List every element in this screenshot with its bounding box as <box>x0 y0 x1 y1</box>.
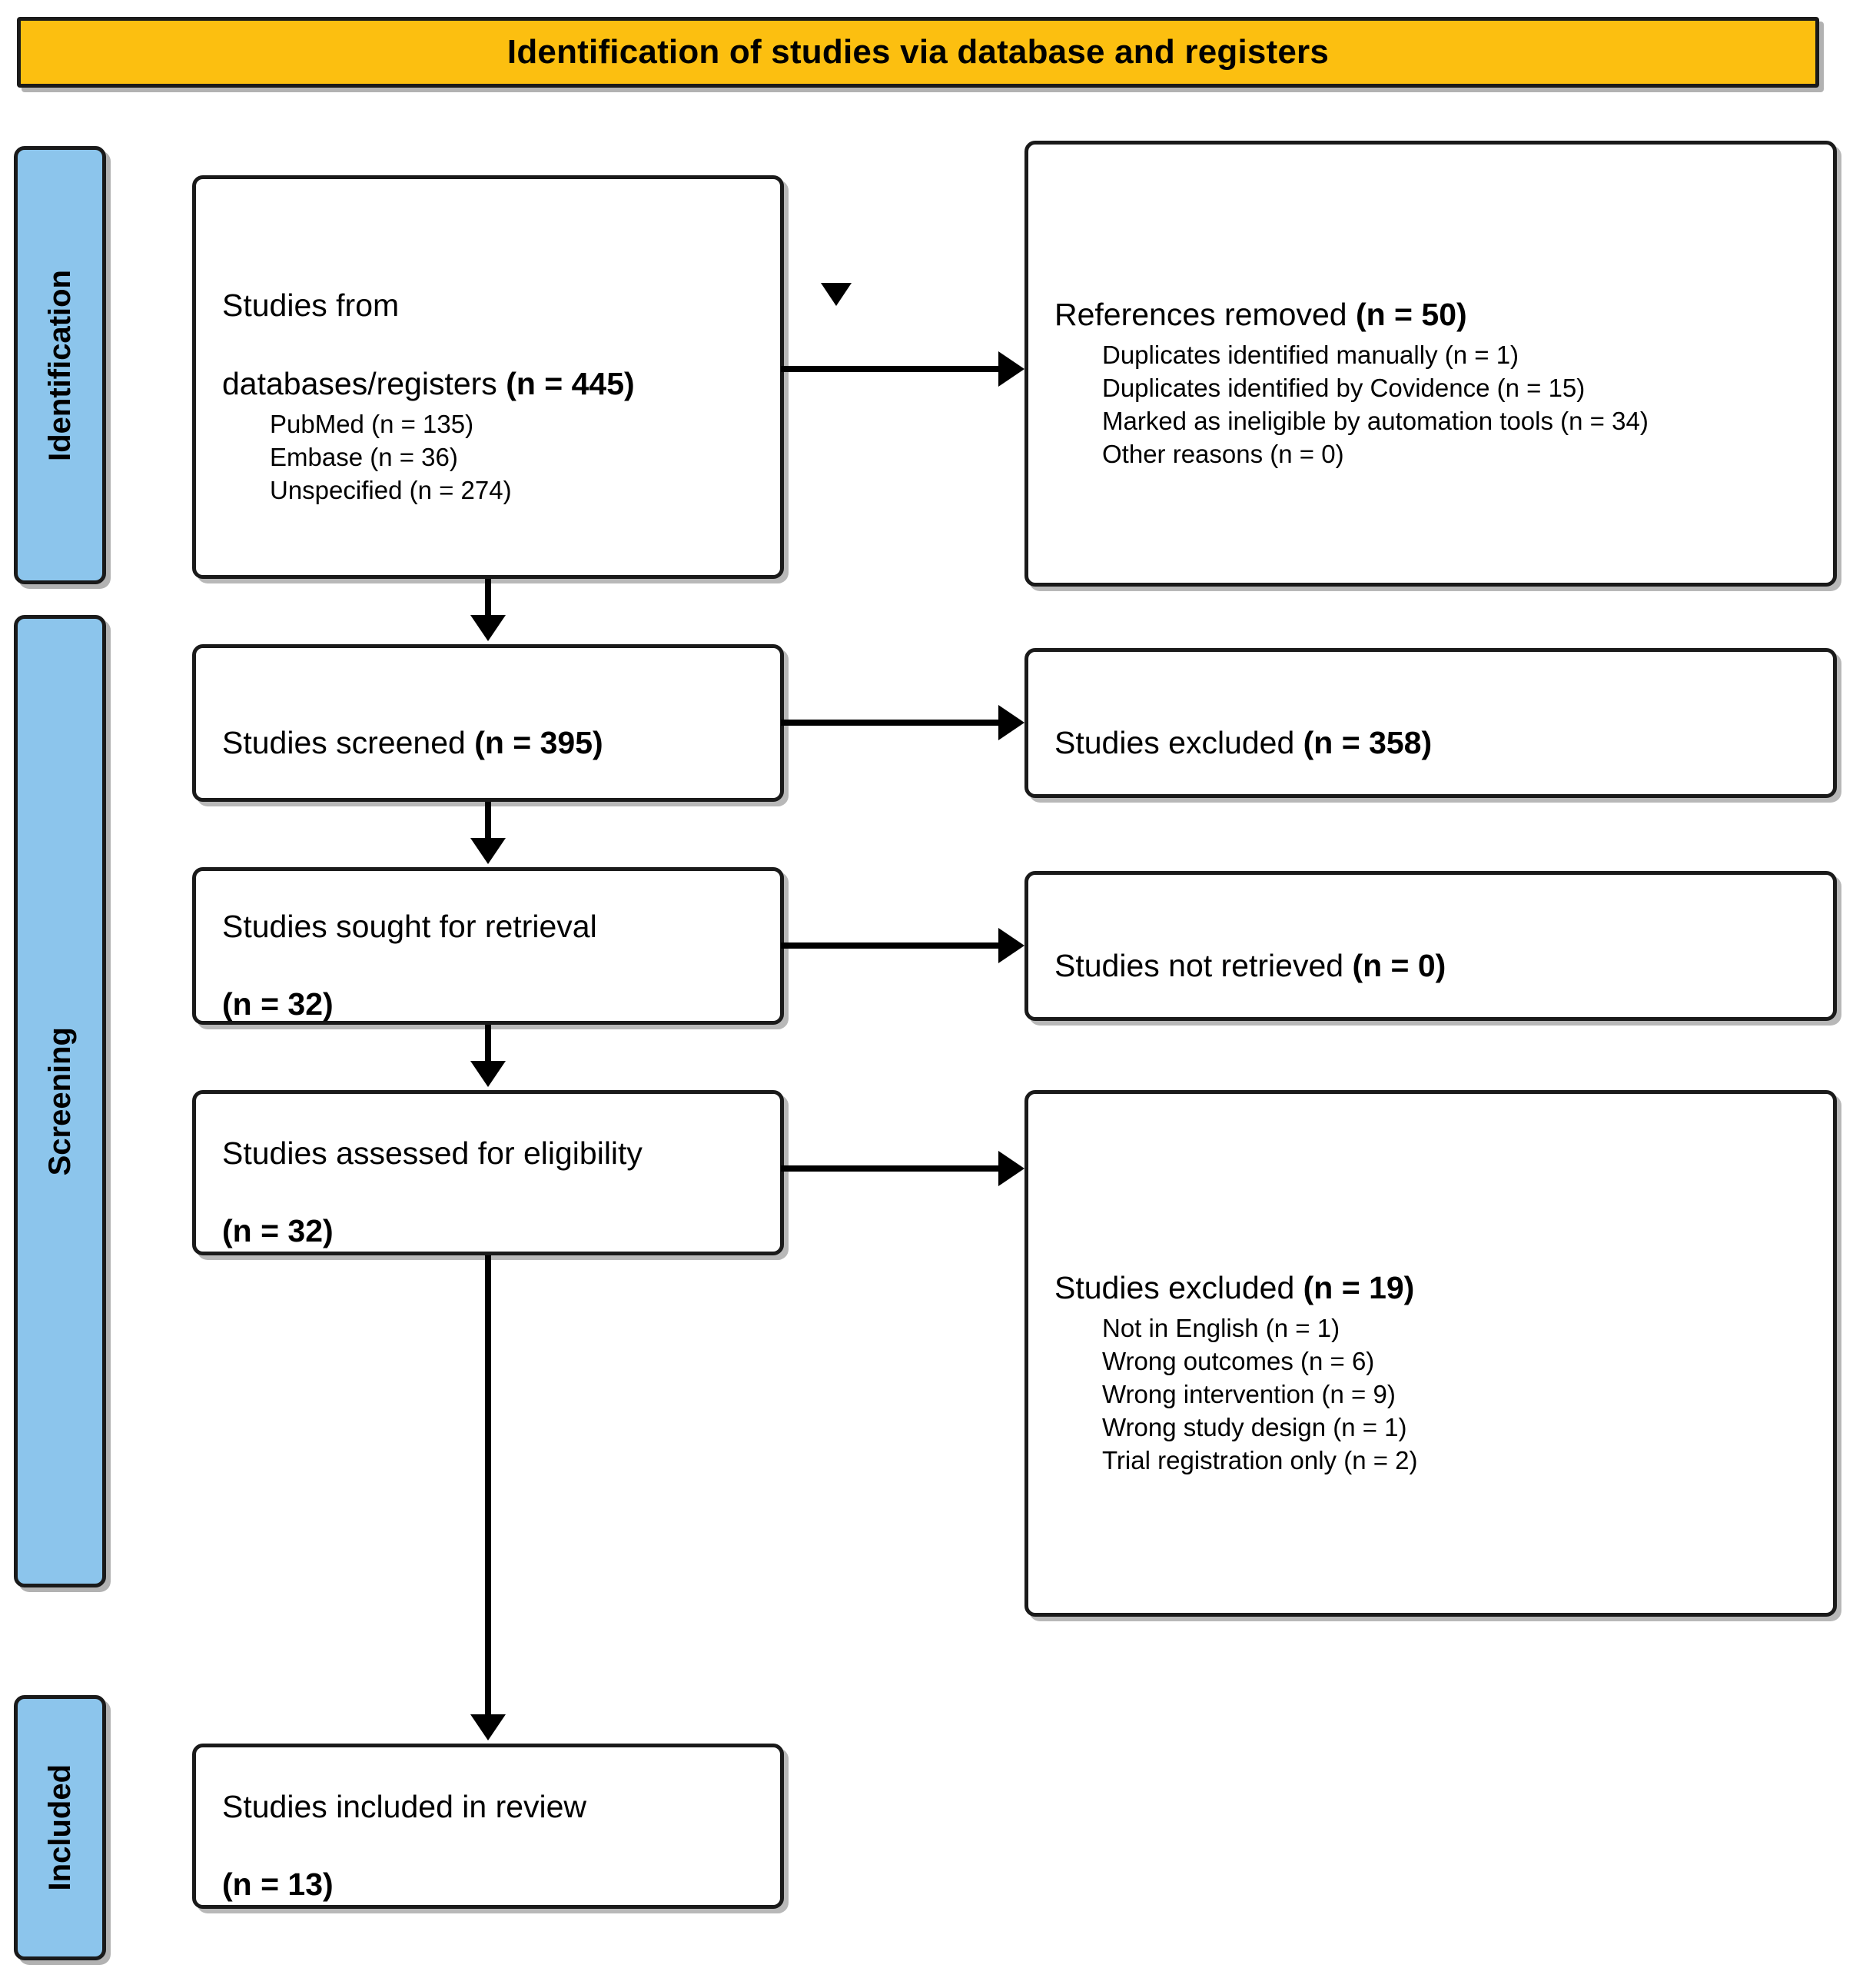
node-sought-count: (n = 32) <box>222 986 334 1022</box>
node-sources-line1: Studies from <box>222 288 400 324</box>
list-item: Other reasons (n = 0) <box>1102 439 1344 468</box>
connector-sought-to-assessed <box>485 1025 491 1062</box>
node-studies-excluded-eligibility: Studies excluded (n = 19) Not in English… <box>1024 1090 1837 1617</box>
page-title: Identification of studies via database a… <box>506 33 1330 71</box>
node-screened-label: Studies screened <box>222 724 475 760</box>
node-studies-screened: Studies screened (n = 395) <box>192 644 784 802</box>
node-not-retrieved-title: Studies not retrieved (n = 0) <box>1054 907 1807 986</box>
node-studies-excluded-screening: Studies excluded (n = 358) <box>1024 648 1837 798</box>
list-item: Not in English (n = 1) <box>1102 1314 1340 1343</box>
node-sources-count: (n = 445) <box>506 365 635 401</box>
node-studies-not-retrieved: Studies not retrieved (n = 0) <box>1024 871 1837 1021</box>
stage-rail-label-screening: Screening <box>42 1026 77 1176</box>
arrowhead-right-sources-to-removed <box>998 351 1024 387</box>
node-excluded-eligibility-title: Studies excluded (n = 19) <box>1054 1229 1807 1308</box>
connector-screened-to-sought <box>485 802 491 839</box>
node-included-count: (n = 13) <box>222 1867 334 1903</box>
node-sources-breakdown-list: PubMed (n = 135) Embase (n = 36) Unspeci… <box>222 408 754 507</box>
node-sought-label: Studies sought for retrieval <box>222 908 597 944</box>
list-item: Wrong outcomes (n = 6) <box>1102 1346 1375 1375</box>
arrowhead-down-screened-to-sought <box>470 838 506 864</box>
node-removed-breakdown-list: Duplicates identified manually (n = 1) D… <box>1054 339 1807 471</box>
triangle-marker-icon <box>821 283 852 306</box>
node-excluded-screening-title: Studies excluded (n = 358) <box>1054 684 1807 763</box>
node-studies-from-databases: Studies from databases/registers (n = 44… <box>192 175 784 579</box>
node-included-title: Studies included in review (n = 13) <box>222 1748 754 1904</box>
node-studies-sought-for-retrieval: Studies sought for retrieval (n = 32) <box>192 867 784 1025</box>
list-item: PubMed (n = 135) <box>270 409 474 438</box>
list-item: Wrong intervention (n = 9) <box>1102 1379 1396 1408</box>
node-assessed-title: Studies assessed for eligibility (n = 32… <box>222 1095 754 1251</box>
diagram-title-banner: Identification of studies via database a… <box>17 17 1819 88</box>
node-excluded-screening-count: (n = 358) <box>1303 724 1433 760</box>
node-sources-title: Studies from databases/registers (n = 44… <box>222 248 754 404</box>
list-item: Wrong study design (n = 1) <box>1102 1412 1407 1441</box>
node-studies-assessed-for-eligibility: Studies assessed for eligibility (n = 32… <box>192 1090 784 1255</box>
node-excluded-eligibility-count: (n = 19) <box>1303 1270 1415 1306</box>
node-sought-title: Studies sought for retrieval (n = 32) <box>222 868 754 1024</box>
node-screened-count: (n = 395) <box>474 724 603 760</box>
node-references-removed: References removed (n = 50) Duplicates i… <box>1024 141 1837 587</box>
connector-sources-to-screened <box>485 579 491 617</box>
list-item: Duplicates identified manually (n = 1) <box>1102 341 1519 370</box>
stage-rail-label-included: Included <box>42 1764 77 1891</box>
arrowhead-right-sought-to-not-retrieved <box>998 928 1024 963</box>
node-excluded-screening-label: Studies excluded <box>1054 724 1303 760</box>
arrowhead-right-assessed-to-excluded-eligibility <box>998 1151 1024 1186</box>
node-assessed-count: (n = 32) <box>222 1213 334 1249</box>
node-assessed-label: Studies assessed for eligibility <box>222 1135 643 1171</box>
connector-sources-to-removed <box>781 366 998 372</box>
stage-rail-label-identification: Identification <box>42 269 77 461</box>
arrowhead-down-sought-to-assessed <box>470 1061 506 1087</box>
node-removed-count: (n = 50) <box>1355 297 1467 333</box>
arrowhead-right-screened-to-excluded <box>998 705 1024 740</box>
stage-rail-screening: Screening <box>14 615 106 1587</box>
node-excluded-eligibility-breakdown-list: Not in English (n = 1) Wrong outcomes (n… <box>1054 1312 1807 1477</box>
connector-assessed-to-included <box>485 1255 491 1717</box>
list-item: Duplicates identified by Covidence (n = … <box>1102 373 1586 402</box>
node-not-retrieved-count: (n = 0) <box>1352 947 1446 983</box>
connector-sought-to-not-retrieved <box>781 942 998 949</box>
node-excluded-eligibility-label: Studies excluded <box>1054 1270 1303 1306</box>
list-item: Embase (n = 36) <box>270 442 458 471</box>
connector-screened-to-excluded <box>781 720 998 726</box>
stage-rail-identification: Identification <box>14 146 106 584</box>
node-not-retrieved-label: Studies not retrieved <box>1054 947 1353 983</box>
node-included-label: Studies included in review <box>222 1788 587 1824</box>
node-sources-line2: databases/registers <box>222 365 506 401</box>
node-removed-label: References removed <box>1054 297 1356 333</box>
connector-assessed-to-excluded-eligibility <box>781 1165 998 1172</box>
node-screened-title: Studies screened (n = 395) <box>222 684 754 763</box>
stage-rail-included: Included <box>14 1695 106 1960</box>
list-item: Marked as ineligible by automation tools… <box>1102 406 1649 435</box>
list-item: Trial registration only (n = 2) <box>1102 1445 1418 1474</box>
node-studies-included-in-review: Studies included in review (n = 13) <box>192 1744 784 1909</box>
arrowhead-down-sources-to-screened <box>470 615 506 641</box>
list-item: Unspecified (n = 274) <box>270 475 512 504</box>
node-removed-title: References removed (n = 50) <box>1054 256 1807 334</box>
arrowhead-down-assessed-to-included <box>470 1714 506 1740</box>
